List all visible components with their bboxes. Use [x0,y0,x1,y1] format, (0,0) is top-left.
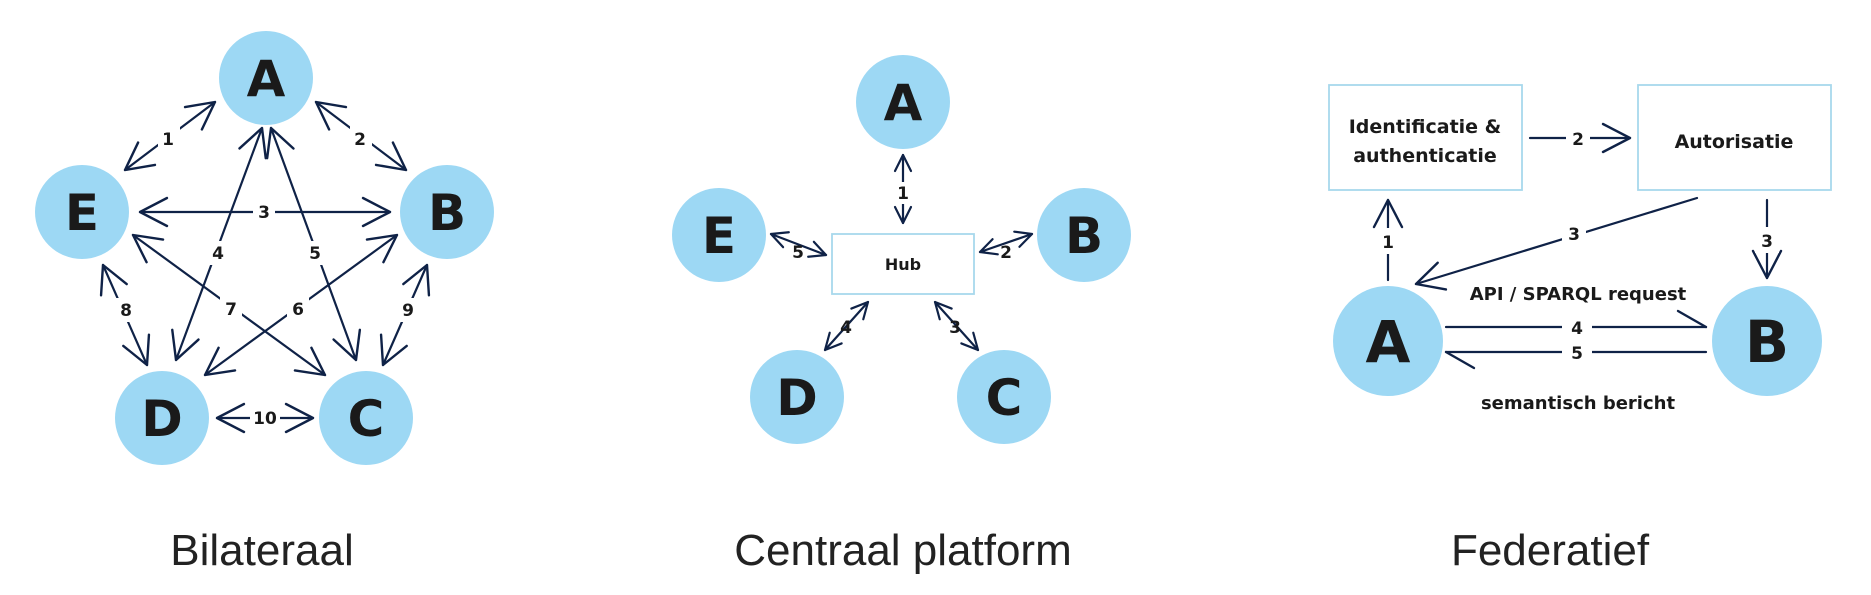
edge-label-3: 3 [949,318,961,338]
panel-bilateraal: 1 2 3 4 5 6 7 8 9 10 A B C [35,31,494,575]
panel-title-bilateraal: Bilateraal [170,526,353,575]
node-b-label: B [1745,308,1789,376]
node-b-label: B [428,184,466,242]
node-b: B [400,165,494,259]
node-d-label: D [141,390,183,448]
node-d: D [750,350,844,444]
node-d: D [115,371,209,465]
hub-label: Hub [885,255,921,274]
edge-3-hub-c [933,300,980,352]
node-e: E [672,188,766,282]
edge-label-10: 10 [253,409,277,429]
edge-label-8: 8 [120,301,132,321]
edge-label-3b: 3 [1761,232,1773,252]
edge-label-1: 1 [162,130,174,150]
edge-label-2: 2 [1572,130,1584,150]
edge-4-hub-d [823,300,870,352]
edge-2-hub-b [978,230,1034,256]
node-a-label: A [884,74,923,132]
response-label: semantisch bericht [1481,393,1676,414]
node-d-label: D [776,369,818,427]
node-e: E [35,165,129,259]
node-b-label: B [1065,207,1103,265]
node-c-label: C [348,390,385,448]
edge-label-1: 1 [1382,233,1394,253]
node-a: A [856,55,950,149]
node-c-label: C [986,369,1023,427]
edge-label-3a: 3 [1568,225,1580,245]
panel-title-centraal-platform: Centraal platform [734,526,1071,575]
request-label: API / SPARQL request [1470,284,1687,305]
edge-5-e-hub [769,231,828,258]
node-a: A [219,31,313,125]
edge-label-5: 5 [1571,344,1583,364]
node-a-label: A [247,50,286,108]
edge-label-2: 2 [354,130,366,150]
node-c: C [957,350,1051,444]
panel-federatief: Identificatie & authenticatie Autorisati… [1328,84,1832,575]
autorisatie-label: Autorisatie [1675,131,1794,153]
node-a: A [1333,286,1443,396]
edge-3-autorisatie-a [1414,196,1699,291]
identificatie-box [1328,84,1523,191]
node-e-label: E [702,207,736,265]
edge-label-4: 4 [212,244,224,264]
edge-label-4: 4 [1571,319,1583,339]
node-b: B [1037,188,1131,282]
edge-label-6: 6 [292,300,304,320]
panel-title-federatief: Federatief [1451,526,1650,575]
node-a-label: A [1366,308,1411,376]
edge-label-5: 5 [309,244,321,264]
edge-label-2: 2 [1000,243,1012,263]
identificatie-label-line2: authenticatie [1353,145,1497,167]
panel-centraal-platform: Hub 1 2 3 4 5 A B C D E [672,55,1131,575]
node-e-label: E [65,184,99,242]
edge-label-3: 3 [258,203,270,223]
edge-label-7: 7 [225,300,237,320]
identificatie-label-line1: Identificatie & [1349,116,1502,138]
hub-box [831,233,975,295]
node-c: C [319,371,413,465]
edge-label-9: 9 [402,301,414,321]
edge-label-4: 4 [840,318,852,338]
autorisatie-box [1637,84,1832,191]
node-b: B [1712,286,1822,396]
edge-label-5: 5 [792,243,804,263]
edge-label-1: 1 [897,184,909,204]
